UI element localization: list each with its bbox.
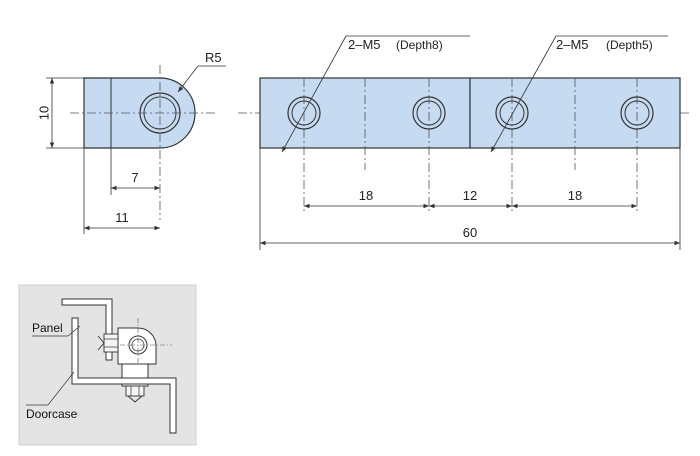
- doorcase-label: Doorcase: [26, 407, 78, 421]
- callout-right-depth: (Depth5): [606, 38, 653, 52]
- hole-dim-text: 7: [131, 170, 138, 185]
- callout-right-thread: 2–M5: [556, 37, 589, 52]
- pitch-left-dim-text: 18: [359, 188, 373, 203]
- width-dim-text: 11: [115, 210, 129, 225]
- callout-right-leader: [490, 35, 557, 153]
- overall-dim-text: 60: [463, 225, 477, 240]
- hinge-block: [117, 327, 157, 365]
- doorcase-leader-diag: [47, 371, 75, 406]
- thread-hole-2: [412, 96, 446, 130]
- installation-diagram: Panel Doorcase: [18, 284, 197, 446]
- height-dim-text: 10: [36, 106, 51, 120]
- doorcase-frame: [71, 317, 177, 434]
- top-view: 2–M5 (Depth8) 2–M5 (Depth5) 18 12 18 60: [238, 35, 692, 250]
- radius-label: R5: [205, 50, 222, 65]
- thread-hole-4: [620, 96, 654, 130]
- callout-left-thread: 2–M5: [348, 37, 381, 52]
- pitch-right-dim-text: 18: [568, 188, 582, 203]
- callout-left-depth: (Depth8): [396, 38, 443, 52]
- callout-left-leader: [281, 35, 347, 153]
- upper-screw: [97, 333, 119, 353]
- gap-dim-text: 12: [463, 188, 477, 203]
- panel-leader-diag: [67, 325, 81, 337]
- thread-hole-1: [287, 96, 321, 130]
- lower-screw: [125, 385, 145, 403]
- radius-leader: [177, 65, 199, 93]
- side-view: 10 7 11 R5: [36, 50, 226, 234]
- panel-bracket: [61, 298, 113, 361]
- thread-hole-3: [495, 96, 529, 130]
- panel-label: Panel: [32, 321, 63, 335]
